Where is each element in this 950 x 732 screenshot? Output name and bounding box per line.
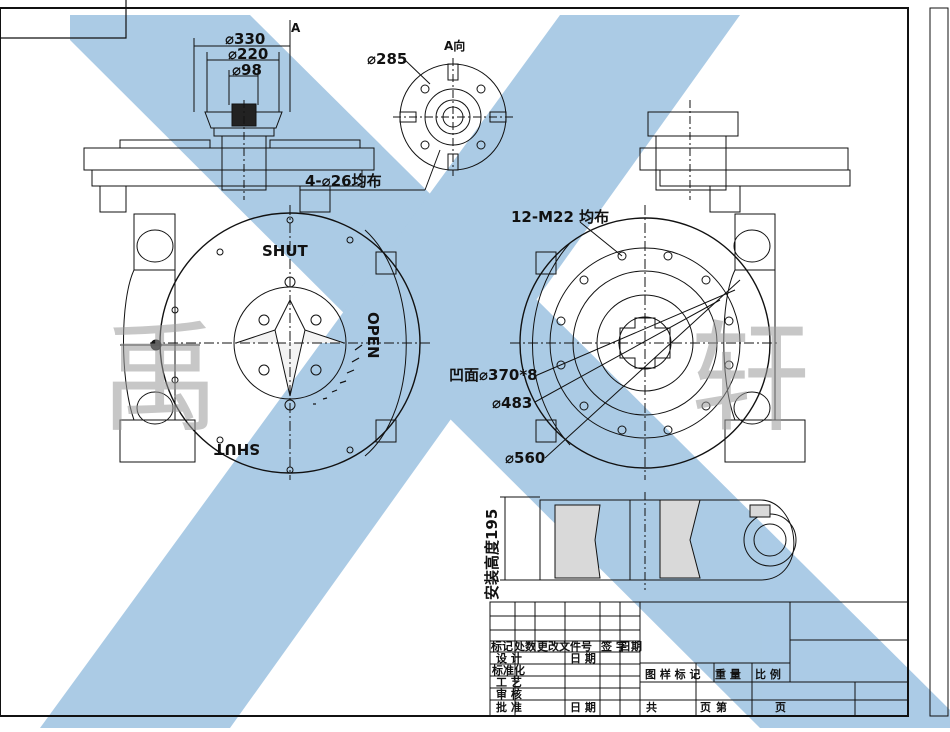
dim-330-label: ⌀330 <box>225 30 265 48</box>
front-view <box>150 205 430 480</box>
tb-approve: 批 准 <box>496 700 522 714</box>
tb-standardize: 标准化 <box>491 663 525 677</box>
open-label: OPEN <box>364 312 382 359</box>
tb-header-docno: 更改文件号 <box>537 639 592 653</box>
title-block <box>489 601 909 717</box>
dim-560-label: ⌀560 <box>505 449 545 467</box>
tb-review: 审 核 <box>496 687 522 701</box>
tb-date-2: 日 期 <box>570 700 596 714</box>
dim-483-label: ⌀483 <box>492 394 532 412</box>
watermark-right-glyph: 轩 <box>690 310 810 449</box>
tb-header-mark: 标记 <box>490 639 513 653</box>
tb-process: 工 艺 <box>496 675 522 689</box>
shut-top-label: SHUT <box>262 242 309 260</box>
watermark-x <box>40 15 950 728</box>
tb-weight: 重 量 <box>715 667 741 681</box>
recess-label: 凹面⌀370*8 <box>449 366 538 384</box>
section-view <box>500 492 797 590</box>
holes-label: 4-⌀26均布 <box>305 172 382 190</box>
tb-header-sign: 签 字 <box>600 639 627 653</box>
tb-scale: 比 例 <box>755 667 781 681</box>
tb-page-2: 页 <box>775 701 786 714</box>
dim-98-label: ⌀98 <box>232 61 262 79</box>
top-view <box>83 20 375 463</box>
tb-date-1: 日 期 <box>570 651 596 665</box>
shut-bottom-label: SHUT <box>213 440 260 458</box>
a-view-title: A向 <box>444 38 465 53</box>
section-arrow-label: A <box>291 21 301 35</box>
tb-total: 共 <box>646 700 657 714</box>
dim-220-label: ⌀220 <box>228 45 268 63</box>
install-height-label: 安装高度195 <box>483 509 501 600</box>
rear-view <box>510 100 851 480</box>
sheet-frame <box>0 0 949 717</box>
tb-design: 设 计 <box>496 651 522 665</box>
bolt-holes-label: 12-M22 均布 <box>511 208 609 226</box>
a-view <box>300 58 513 191</box>
watermark-left-glyph: 禹 <box>100 310 220 449</box>
title-block-text: 标记 处数 更改文件号 签 字 日期 设 计 日 期 标准化 工 艺 审 核 批… <box>490 639 786 714</box>
tb-header-date: 日期 <box>620 639 642 653</box>
tb-sheet: 第 <box>716 700 727 714</box>
tb-drawing-mark: 图 样 标 记 <box>645 667 701 681</box>
tb-page-1: 页 <box>700 701 711 714</box>
tb-header-count: 处数 <box>513 639 537 653</box>
dim-285-label: ⌀285 <box>367 50 407 68</box>
